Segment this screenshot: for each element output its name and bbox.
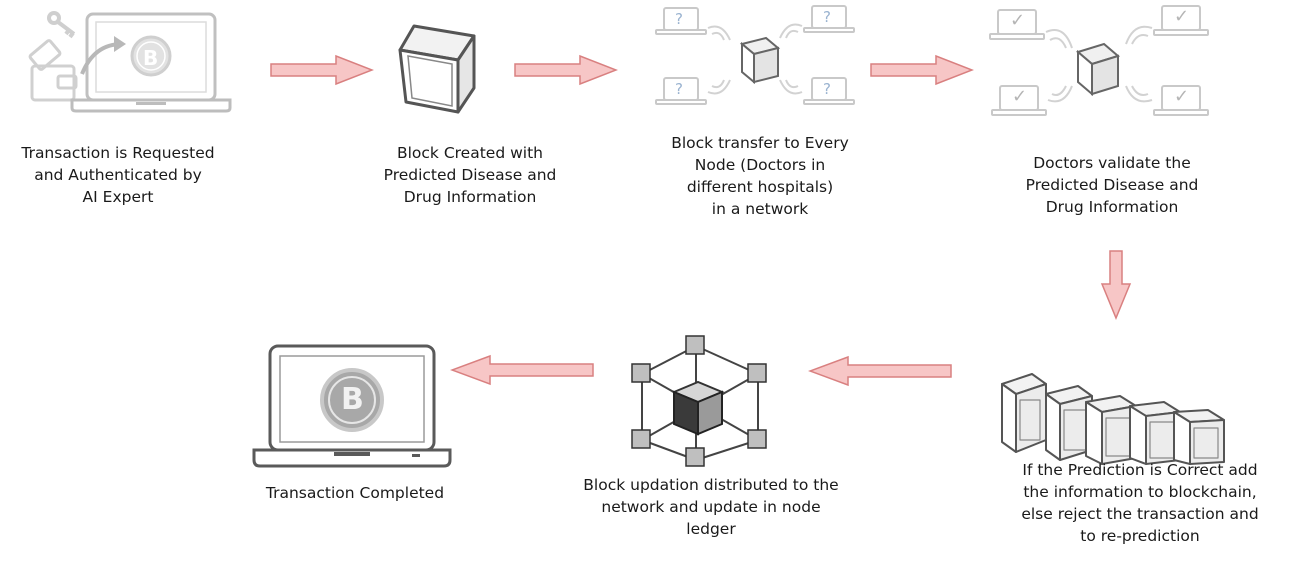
flow-arrow-right-3 xyxy=(870,54,974,86)
check-icon: ✓ xyxy=(1174,6,1190,27)
step4-label: Doctors validate the Predicted Disease a… xyxy=(990,152,1234,218)
blockchain-icon xyxy=(1001,373,1225,465)
flow-arrow-right-1 xyxy=(270,54,374,86)
step2-label: Block Created with Predicted Disease and… xyxy=(355,142,585,208)
distributed-network-icon xyxy=(631,335,767,467)
flow-arrow-right-2 xyxy=(514,54,618,86)
cube-icon xyxy=(398,24,476,114)
check-icon: ✓ xyxy=(1010,10,1026,31)
step5-line3: else reject the transaction and xyxy=(1021,505,1259,523)
step3-line4: in a network xyxy=(711,200,809,218)
step3-line2: Node (Doctors in xyxy=(694,156,826,174)
step3-label: Block transfer to Every Node (Doctors in… xyxy=(642,132,878,220)
step1-line2: and Authenticated by xyxy=(34,166,202,184)
step1-line1: Transaction is Requested xyxy=(21,144,215,162)
laptop-coin-icon xyxy=(28,11,232,113)
node-unknown-icon: ? xyxy=(675,10,683,28)
network-nodes-icon xyxy=(655,5,855,105)
step7-line1: Transaction Completed xyxy=(265,484,445,502)
step6-line1: Block updation distributed to the xyxy=(583,476,839,494)
step2-line3: Drug Information xyxy=(403,188,537,206)
step3-line1: Block transfer to Every xyxy=(671,134,849,152)
step1-label: Transaction is Requested and Authenticat… xyxy=(0,142,236,208)
check-icon: ✓ xyxy=(1174,86,1190,107)
step2-line2: Predicted Disease and xyxy=(383,166,557,184)
coin-symbol: B xyxy=(341,382,364,417)
step3-illustration: ? ? ? ? xyxy=(650,4,860,116)
step4-line1: Doctors validate the xyxy=(1033,154,1191,172)
node-unknown-icon: ? xyxy=(823,8,831,26)
step6-line2: network and update in node xyxy=(601,498,821,516)
laptop-coin-complete-icon xyxy=(252,344,452,468)
flow-arrow-left-2 xyxy=(450,354,594,386)
step6-label: Block updation distributed to the networ… xyxy=(552,474,870,540)
step1-illustration: B xyxy=(14,4,244,114)
step5-line2: the information to blockchain, xyxy=(1023,483,1257,501)
node-unknown-icon: ? xyxy=(675,80,683,98)
validation-nodes-icon xyxy=(989,5,1209,116)
check-icon: ✓ xyxy=(1012,86,1028,107)
step6-line3: ledger xyxy=(686,520,736,538)
step2-line1: Block Created with xyxy=(396,144,543,162)
step7-label: Transaction Completed xyxy=(238,482,472,504)
step3-line3: different hospitals) xyxy=(686,178,834,196)
coin-symbol: B xyxy=(143,46,159,70)
node-unknown-icon: ? xyxy=(823,80,831,98)
flow-arrow-left-1 xyxy=(808,355,952,387)
step5-line4: to re-prediction xyxy=(1080,527,1200,545)
step7-illustration: B xyxy=(252,342,452,474)
step5-label: If the Prediction is Correct add the inf… xyxy=(995,459,1285,547)
flow-arrow-down xyxy=(1100,250,1132,320)
step4-illustration: ✓ ✓ ✓ ✓ xyxy=(986,4,1216,120)
step4-line2: Predicted Disease and xyxy=(1025,176,1199,194)
step4-line3: Drug Information xyxy=(1045,198,1179,216)
step1-line3: AI Expert xyxy=(82,188,154,206)
step5-line1: If the Prediction is Correct add xyxy=(1022,461,1258,479)
